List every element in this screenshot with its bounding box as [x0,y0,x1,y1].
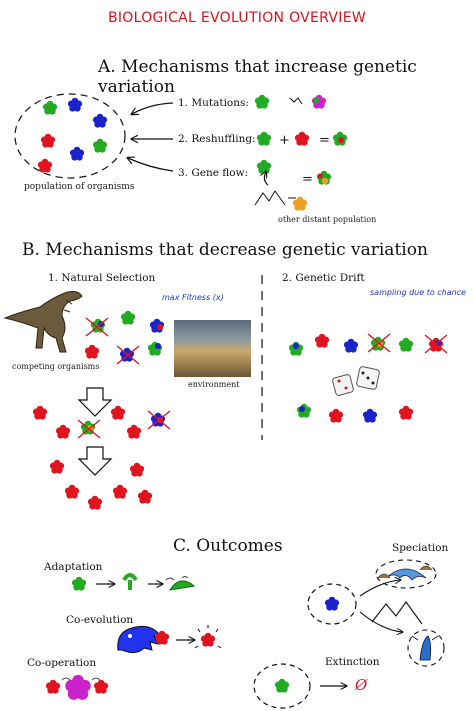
section-a-heading: A. Mechanisms that increase genetic vari… [98,57,417,97]
genetic-drift-label: 2. Genetic Drift [282,272,365,284]
coevolution-label: Co-evolution [66,614,134,626]
species-variant [385,568,427,581]
down-arrow [77,387,113,417]
population-ellipse [14,93,126,179]
section-c-heading: C. Outcomes [173,536,283,556]
organism-green [42,100,58,115]
adapted-organism-2 [168,580,196,591]
page-title: BIOLOGICAL EVOLUTION OVERVIEW [107,10,367,26]
predator-icon [117,625,164,654]
mountains-icon [371,601,423,625]
organism-blue [92,113,108,128]
equals-sign: = [319,133,330,148]
equals-sign-2: = [302,172,313,187]
adaptation-label: Adaptation [44,561,103,573]
max-fitness-label: max Fitness (x) [162,293,224,302]
mutations-label: 1. Mutations: [178,97,249,109]
organism-blue [69,146,85,161]
adapted-organism [122,573,138,590]
sampling-label: sampling due to chance [370,288,467,297]
arrow-mutations [132,102,174,114]
distant-population-label: other distant population [278,215,377,224]
environment-label: environment [188,380,240,389]
gene-flow-label: 3. Gene flow: [178,167,249,179]
down-arrow [77,446,113,476]
extinction-label: Extinction [325,656,380,668]
dice-icon [332,366,380,396]
mountains-icon [254,190,286,206]
organism-blue [67,97,83,112]
species-variant [419,635,432,661]
environment-photo [174,320,251,377]
arrow-gene-flow [128,158,174,172]
organism-red [40,133,56,148]
section-b-heading: B. Mechanisms that decrease genetic vari… [22,240,428,260]
null-symbol: Ø [355,676,368,694]
cross-mark [116,345,140,365]
dinosaur-icon [3,291,83,353]
population-label: population of organisms [24,182,135,192]
cross-mark [85,317,109,337]
mutation-zigzag [289,97,303,105]
speciation-label: Speciation [392,542,449,554]
natural-selection-label: 1. Natural Selection [48,272,156,284]
organism-red [37,158,53,173]
reshuffling-label: 2. Reshuffling: [178,133,256,145]
plus-sign: + [279,133,290,148]
cooperation-label: Co-operation [27,657,97,669]
competing-organisms-label: competing organisms [12,362,100,371]
organism-green [92,138,108,153]
